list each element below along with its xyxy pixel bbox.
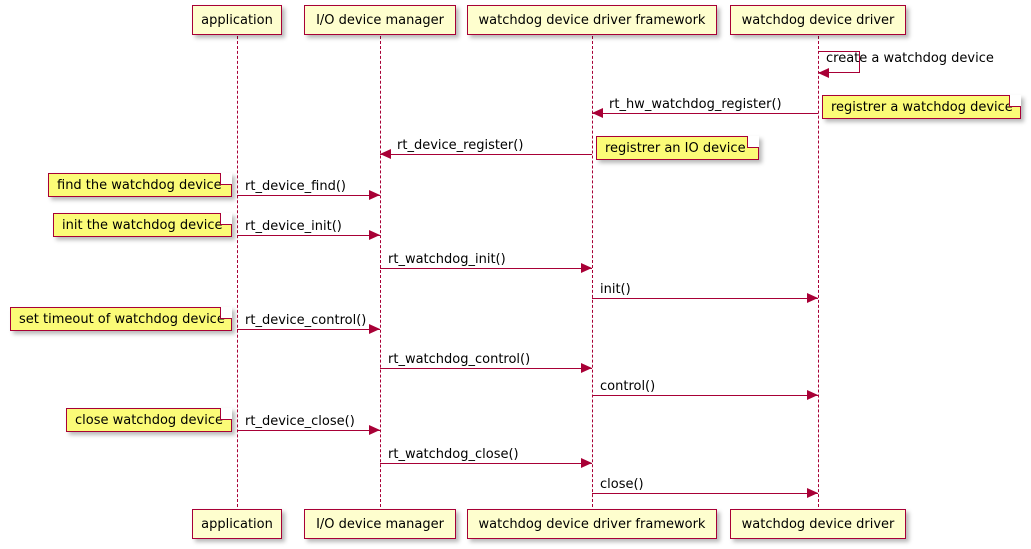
participant-watchdog-framework-bottom[interactable]: watchdog device driver framework — [467, 509, 717, 539]
message-line-rt-watchdog-control — [380, 368, 592, 369]
note-init-watchdog-device: init the watchdog device — [53, 213, 232, 237]
participant-watchdog-framework-top[interactable]: watchdog device driver framework — [467, 5, 717, 35]
note-text: close watchdog device — [75, 412, 223, 428]
message-label-rt-device-register: rt_device_register() — [397, 138, 524, 153]
arrowhead-init — [807, 293, 818, 303]
arrowhead-rt-device-close — [369, 425, 380, 435]
message-label-create-watchdog-device: create a watchdog device — [826, 51, 994, 66]
message-label-close: close() — [600, 477, 644, 492]
participant-label: I/O device manager — [316, 12, 444, 28]
arrowhead-rt-device-find — [369, 190, 380, 200]
message-line-close — [592, 493, 818, 494]
note-text: registrer an IO device — [605, 140, 746, 156]
arrowhead-rt-hw-watchdog-register — [592, 108, 603, 118]
lifeline-application — [237, 36, 238, 512]
note-register-io-device: registrer an IO device — [596, 136, 759, 160]
message-line-rt-watchdog-close — [380, 463, 592, 464]
message-line-init — [592, 298, 818, 299]
note-fold-corner-icon — [220, 213, 232, 225]
message-line-rt-device-control — [237, 329, 380, 330]
note-text: registrer a watchdog device — [831, 99, 1013, 115]
note-fold-corner-icon — [747, 136, 759, 148]
participant-watchdog-driver-bottom[interactable]: watchdog device driver — [730, 509, 906, 539]
message-line-rt-device-init — [237, 235, 380, 236]
participant-label: watchdog device driver framework — [478, 12, 706, 28]
message-line-rt-device-register — [380, 154, 592, 155]
message-label-rt-device-init: rt_device_init() — [245, 219, 342, 234]
participant-label: application — [201, 12, 273, 28]
note-set-timeout: set timeout of watchdog device — [10, 307, 232, 331]
arrowhead-rt-watchdog-close — [581, 458, 592, 468]
note-fold-corner-icon — [220, 307, 232, 319]
participant-io-device-manager-bottom[interactable]: I/O device manager — [304, 509, 456, 539]
participant-io-device-manager-top[interactable]: I/O device manager — [304, 5, 456, 35]
note-text: set timeout of watchdog device — [19, 311, 225, 327]
note-fold-corner-icon — [1009, 95, 1021, 107]
message-label-rt-watchdog-init: rt_watchdog_init() — [388, 252, 506, 267]
message-label-init: init() — [600, 282, 631, 297]
arrowhead-close — [807, 488, 818, 498]
note-register-watchdog-device: registrer a watchdog device — [822, 95, 1021, 119]
note-fold-corner-icon — [220, 173, 232, 185]
message-label-rt-device-close: rt_device_close() — [245, 414, 355, 429]
arrowhead-create-watchdog-device — [818, 68, 829, 78]
participant-label: I/O device manager — [316, 516, 444, 532]
arrowhead-rt-device-control — [369, 324, 380, 334]
arrowhead-control — [807, 390, 818, 400]
lifeline-watchdog-driver — [818, 36, 819, 512]
note-fold-corner-icon — [220, 408, 232, 420]
message-label-rt-device-find: rt_device_find() — [245, 179, 346, 194]
note-close-watchdog-device: close watchdog device — [66, 408, 232, 432]
message-label-rt-device-control: rt_device_control() — [245, 313, 367, 328]
arrowhead-rt-watchdog-control — [581, 363, 592, 373]
message-line-control — [592, 395, 818, 396]
participant-application-bottom[interactable]: application — [192, 509, 282, 539]
participant-watchdog-driver-top[interactable]: watchdog device driver — [730, 5, 906, 35]
message-label-rt-watchdog-control: rt_watchdog_control() — [388, 352, 531, 367]
message-line-rt-watchdog-init — [380, 268, 592, 269]
lifeline-io-device-manager — [380, 36, 381, 512]
participant-label: watchdog device driver — [741, 12, 895, 28]
message-line-rt-device-find — [237, 195, 380, 196]
message-label-rt-watchdog-close: rt_watchdog_close() — [388, 447, 519, 462]
arrowhead-rt-device-init — [369, 230, 380, 240]
note-find-watchdog-device: find the watchdog device — [48, 173, 232, 197]
message-label-rt-hw-watchdog-register: rt_hw_watchdog_register() — [609, 97, 782, 112]
participant-application-top[interactable]: application — [192, 5, 282, 35]
message-label-control: control() — [600, 379, 656, 394]
message-line-rt-hw-watchdog-register — [592, 113, 818, 114]
note-text: find the watchdog device — [57, 177, 222, 193]
self-message-create-watchdog-device — [818, 51, 860, 73]
lifeline-watchdog-framework — [592, 36, 593, 512]
arrowhead-rt-watchdog-init — [581, 263, 592, 273]
participant-label: watchdog device driver — [741, 516, 895, 532]
note-text: init the watchdog device — [62, 217, 223, 233]
participant-label: watchdog device driver framework — [478, 516, 706, 532]
message-line-rt-device-close — [237, 430, 380, 431]
arrowhead-rt-device-register — [380, 149, 391, 159]
participant-label: application — [201, 516, 273, 532]
